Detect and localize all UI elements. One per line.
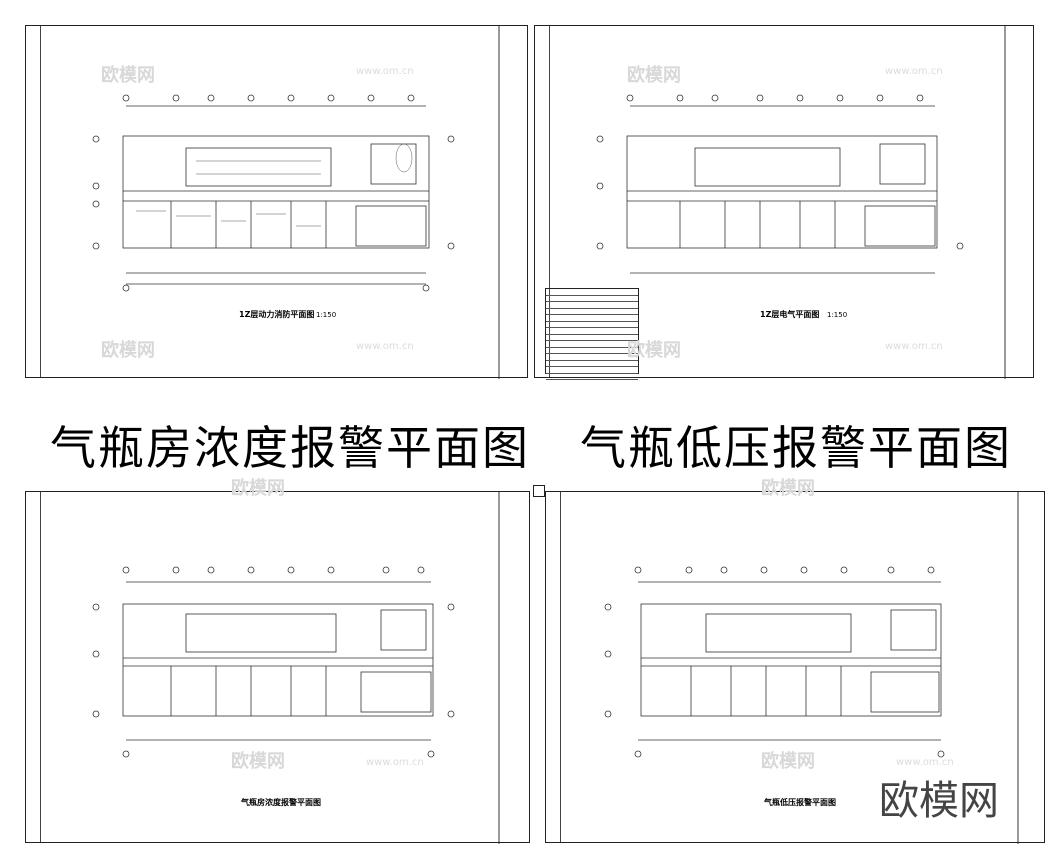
floor-plan-drawing — [604, 492, 1019, 844]
watermark-url: www.om.cn — [896, 757, 954, 768]
watermark-brand: 欧模网 — [231, 478, 285, 499]
equipment-legend-table — [545, 288, 639, 380]
title-strip — [26, 492, 41, 842]
title-strip — [546, 492, 561, 842]
sheet-scale: 1:150 — [316, 311, 337, 319]
watermark-brand: 欧模网 — [101, 340, 155, 361]
marker-box — [533, 485, 545, 497]
watermark-brand: 欧模网 — [231, 751, 285, 772]
watermark-brand: 欧模网 — [101, 65, 155, 86]
drawing-sheet-top-left: 1Z层动力消防平面图 1:150 欧模网 www.om.cn 欧模网 www.o… — [25, 25, 528, 379]
watermark-logo-text: 欧模网 — [879, 778, 999, 824]
sheet-title: 气瓶低压报警平面图 — [764, 798, 836, 807]
sheet-title: 1Z层动力消防平面图 — [239, 310, 315, 319]
watermark-url: www.om.cn — [366, 757, 424, 768]
watermark-url: www.om.cn — [356, 66, 414, 77]
watermark-brand: 欧模网 — [761, 751, 815, 772]
sheet-scale: 1:150 — [827, 311, 848, 319]
sheet-title: 气瓶房浓度报警平面图 — [241, 798, 321, 807]
floor-plan-drawing — [92, 492, 500, 844]
watermark-brand: 欧模网 — [627, 340, 681, 361]
drawing-sheet-top-right: 1Z层电气平面图 1:150 欧模网 www.om.cn 欧模网 www.om.… — [534, 25, 1034, 380]
floor-plan-drawing — [596, 26, 1006, 379]
drawing-sheet-bottom-right: 气瓶低压报警平面图 欧模网 欧模网 www.om.cn — [545, 478, 1045, 844]
heading-low-pressure-alarm: 气瓶低压报警平面图 — [580, 421, 1012, 475]
drawing-sheet-bottom-left: 气瓶房浓度报警平面图 欧模网 欧模网 www.om.cn — [25, 478, 530, 844]
watermark-brand: 欧模网 — [627, 65, 681, 86]
watermark-url: www.om.cn — [885, 66, 943, 77]
watermark-url: www.om.cn — [356, 341, 414, 352]
title-strip — [26, 26, 41, 377]
sheet-title: 1Z层电气平面图 — [760, 310, 820, 319]
floor-plan-drawing — [92, 26, 500, 379]
heading-concentration-alarm: 气瓶房浓度报警平面图 — [50, 421, 530, 475]
watermark-url: www.om.cn — [885, 341, 943, 352]
title-strip — [535, 26, 550, 377]
watermark-brand: 欧模网 — [761, 478, 815, 499]
